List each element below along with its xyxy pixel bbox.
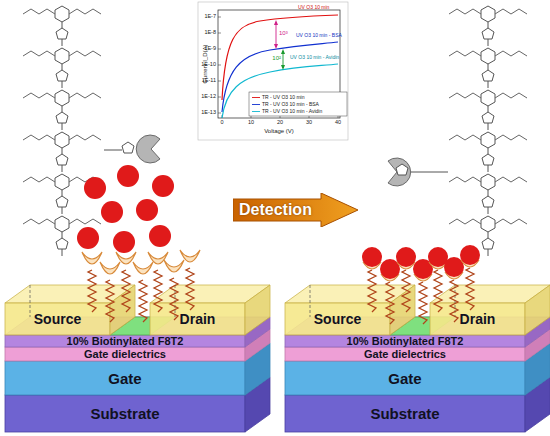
tick-label: 1E-8 bbox=[204, 30, 216, 36]
tick-label: 20 bbox=[277, 120, 283, 126]
legend-entry: TR - UV O3 10 min bbox=[262, 95, 305, 100]
node-label: Gate dielectrics bbox=[364, 349, 446, 360]
axis-title: Voltage (V) bbox=[264, 128, 294, 134]
axis-title: Current I_D(A) bbox=[202, 44, 208, 83]
node-label: Detection bbox=[239, 202, 312, 218]
legend-entry: TR - UV O3 10 min - BSA bbox=[262, 102, 319, 107]
node-label: 10% Biotinylated F8T2 bbox=[347, 336, 464, 347]
source-electrode: Source bbox=[285, 303, 390, 335]
node-label: Gate bbox=[108, 371, 141, 386]
node-label: Gate bbox=[388, 371, 421, 386]
node-label: 10% Biotinylated F8T2 bbox=[67, 336, 184, 347]
ratio-label: 10² bbox=[272, 55, 281, 61]
gate-layer: Gate bbox=[5, 361, 245, 395]
tick-label: 1E-12 bbox=[201, 94, 216, 100]
tick-label: 40 bbox=[335, 120, 341, 126]
tick-label: 1E-7 bbox=[204, 14, 216, 20]
tick-label: 10 bbox=[248, 120, 254, 126]
node-label: Source bbox=[314, 312, 361, 326]
detection-arrow: Detection bbox=[233, 193, 358, 227]
semiconductor-layer: 10% Biotinylated F8T2 bbox=[5, 335, 245, 347]
node-label: Drain bbox=[460, 312, 496, 326]
ratio-label: 10³ bbox=[279, 30, 288, 36]
legend-entry: TR - UV O3 10 min - Avidin bbox=[262, 109, 322, 114]
node-label: Source bbox=[34, 312, 81, 326]
node-label: Substrate bbox=[370, 406, 439, 421]
curve-label: UV O3 10 min - Avidin bbox=[290, 55, 339, 60]
substrate-layer: Substrate bbox=[285, 395, 525, 432]
substrate-layer: Substrate bbox=[5, 395, 245, 432]
dielectric-layer: Gate dielectrics bbox=[5, 347, 245, 361]
semiconductor-layer: 10% Biotinylated F8T2 bbox=[285, 335, 525, 347]
tick-label: 1E-13 bbox=[201, 110, 216, 116]
node-label: Gate dielectrics bbox=[84, 349, 166, 360]
drain-electrode: Drain bbox=[150, 303, 245, 335]
tick-label: 0 bbox=[220, 120, 223, 126]
curve-label: UV O3 10 min - BSA bbox=[296, 33, 342, 38]
curve-label: UV O3 10 min bbox=[298, 5, 329, 10]
tick-label: 30 bbox=[306, 120, 312, 126]
drain-electrode: Drain bbox=[430, 303, 525, 335]
source-electrode: Source bbox=[5, 303, 110, 335]
node-label: Substrate bbox=[90, 406, 159, 421]
gate-layer: Gate bbox=[285, 361, 525, 395]
node-label: Drain bbox=[180, 312, 216, 326]
dielectric-layer: Gate dielectrics bbox=[285, 347, 525, 361]
